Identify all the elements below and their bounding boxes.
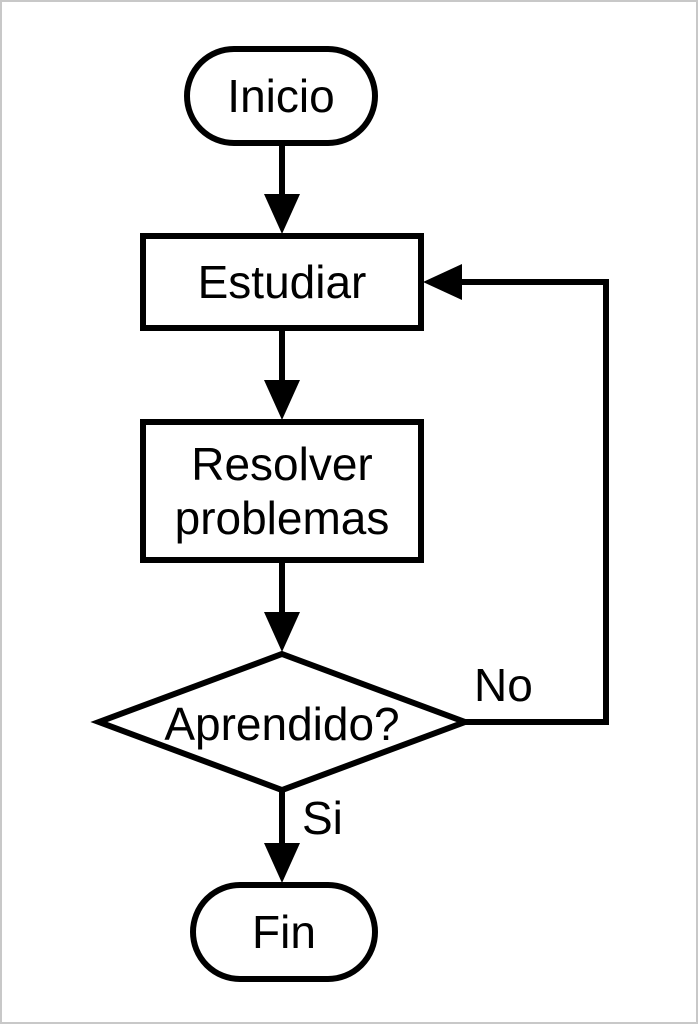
end-label: Fin bbox=[252, 906, 316, 958]
arrow-decision-to-end-head bbox=[264, 843, 300, 883]
arrow-loop-no-to-study-head bbox=[423, 264, 462, 300]
solve-label-line2: problemas bbox=[174, 492, 390, 544]
solve-process-box bbox=[140, 419, 424, 563]
decision-label: Aprendido? bbox=[164, 698, 400, 750]
study-process-box bbox=[140, 233, 424, 331]
arrow-loop-no-to-study-line bbox=[462, 279, 609, 725]
edge-yes-label: Si bbox=[302, 792, 343, 844]
solve-label-line1: Resolver bbox=[191, 438, 373, 490]
arrow-start-to-study-head bbox=[264, 194, 300, 234]
arrow-solve-to-decision-head bbox=[264, 612, 300, 652]
arrow-study-to-solve-head bbox=[264, 380, 300, 420]
study-label: Estudiar bbox=[197, 256, 367, 308]
start-label: Inicio bbox=[227, 70, 335, 122]
end-terminator-shape bbox=[190, 882, 378, 982]
edge-no-label: No bbox=[474, 659, 533, 711]
